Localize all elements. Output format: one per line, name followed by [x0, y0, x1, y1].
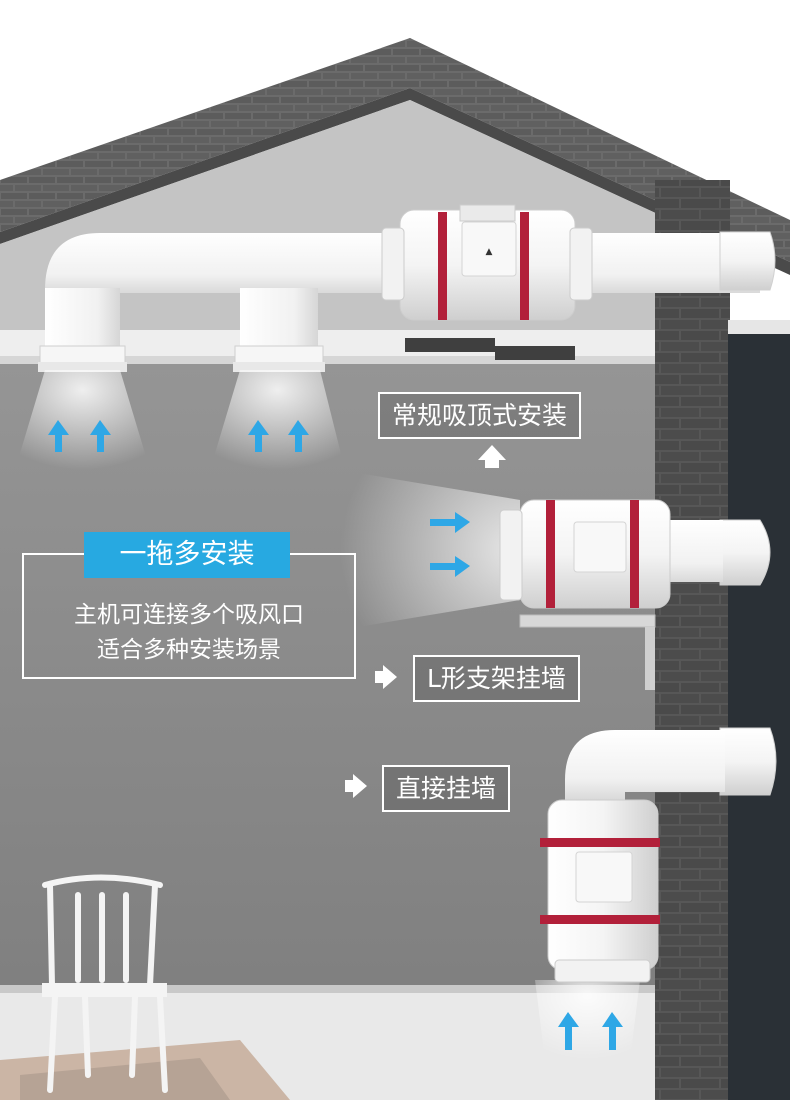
airflow-arrow-icon [48, 420, 623, 1050]
ceiling-install-label: 常规吸顶式安装 [378, 392, 582, 439]
exterior-dark [728, 330, 790, 1100]
interior-wall [0, 364, 660, 1100]
vent-cap [719, 231, 777, 796]
ceiling-fan-unit: ▲ [381, 204, 593, 321]
l-bracket-wall-label: L形支架挂墙 [413, 655, 580, 702]
bracket-fan-unit [499, 499, 723, 690]
wall-fan-unit [540, 730, 725, 983]
info-title: 一拖多安装 [84, 532, 290, 578]
info-line-2: 适合多种安装场景 [97, 637, 281, 663]
info-line-1: 主机可连接多个吸风口 [74, 602, 304, 628]
direct-wall-label: 直接挂墙 [382, 765, 511, 812]
arrow-right-icon [345, 665, 397, 798]
brand-logo-icon: ▲ [486, 247, 493, 257]
brick-wall [655, 180, 730, 1100]
chair [42, 874, 168, 1093]
roof [0, 38, 790, 275]
arrow-up-icon [478, 445, 506, 468]
